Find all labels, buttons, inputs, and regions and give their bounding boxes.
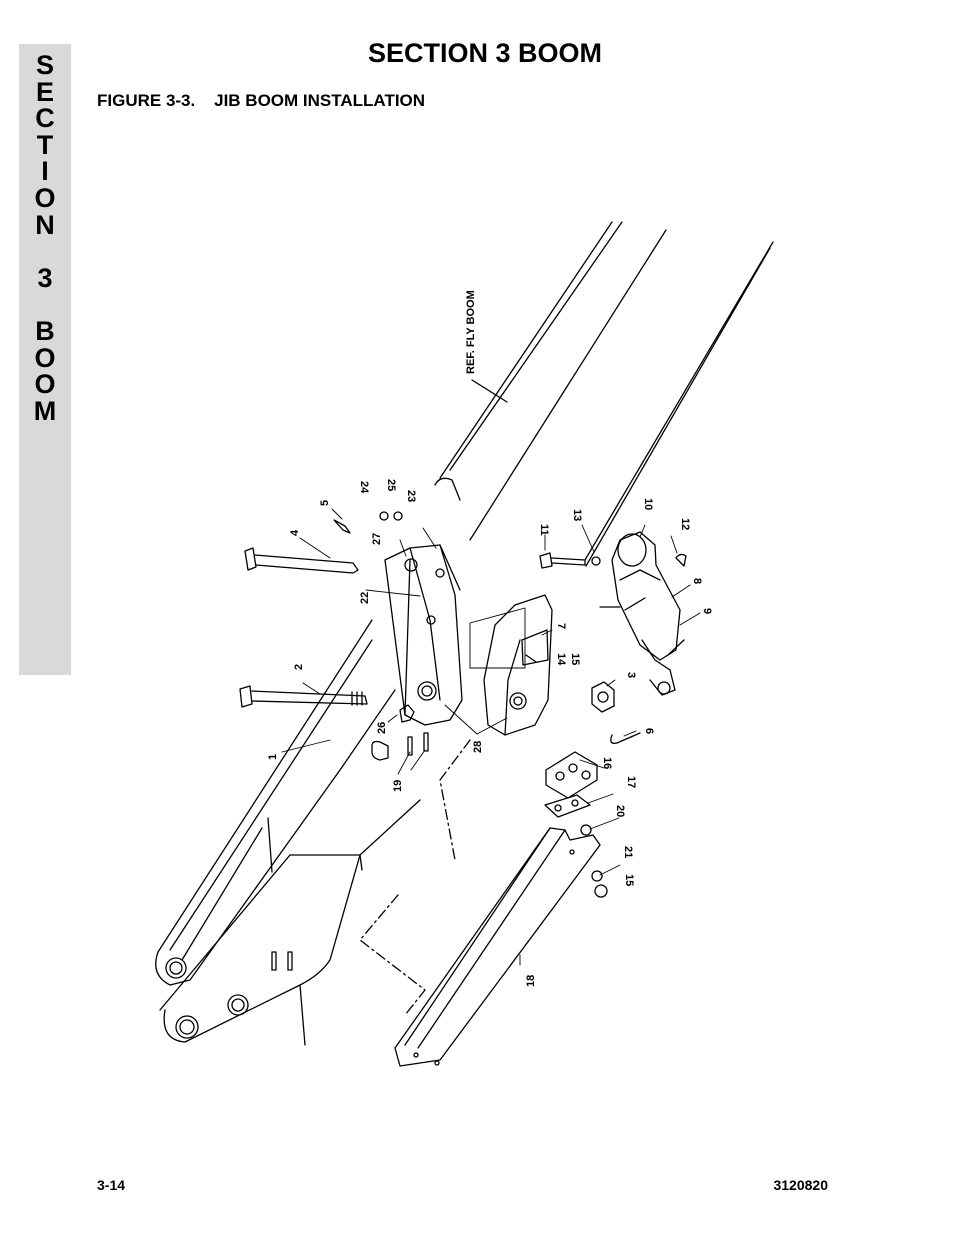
pin-2: [239, 685, 368, 708]
callout-15-lower: 15: [623, 874, 635, 886]
mounting-plate: [469, 594, 553, 736]
washer-20: [580, 824, 592, 836]
side-tab-letter: O: [34, 342, 56, 373]
wear-block-16: [545, 751, 598, 799]
section-title: SECTION 3 BOOM: [367, 38, 603, 68]
callout-7: 7: [555, 623, 567, 629]
callout-26: 26: [376, 722, 388, 734]
page-number: 3-14: [97, 1177, 126, 1193]
callout-17: 17: [625, 776, 637, 788]
ref-fly-boom-leader: [471, 379, 508, 403]
callout-25: 25: [385, 479, 397, 491]
callout-2: 2: [293, 664, 305, 670]
figure-title: FIGURE 3-3. JIB BOOM INSTALLATION: [97, 91, 426, 110]
side-tab-letters: S E C T I O N 3 B O O M: [19, 52, 71, 424]
side-tab-letter: C: [35, 103, 55, 134]
callout-8: 8: [691, 578, 703, 584]
hitch-pin-6: [610, 732, 641, 744]
callout-23: 23: [405, 490, 417, 502]
callout-24: 24: [358, 481, 370, 494]
callout-14: 14: [555, 653, 567, 666]
fly-boom: [434, 221, 774, 567]
jib-boom-body: [155, 619, 421, 1046]
callout-9: 9: [701, 608, 713, 614]
callout-28: 28: [472, 741, 484, 753]
side-tab-letter: T: [36, 129, 54, 160]
callout-20: 20: [614, 805, 626, 817]
callout-18: 18: [525, 975, 537, 987]
callout-16: 16: [601, 757, 613, 769]
side-tab-letter: I: [41, 156, 49, 187]
callout-6: 6: [643, 728, 655, 734]
section-side-tab: S E C T I O N 3 B O O M: [19, 44, 71, 675]
side-tab-letter: O: [34, 182, 56, 213]
callout-5: 5: [319, 500, 331, 506]
ref-fly-boom-label: REF. FLY BOOM: [465, 290, 477, 374]
motor-assembly-8-9-10: [611, 531, 687, 696]
washer-21: [591, 870, 603, 882]
callout-12: 12: [679, 518, 691, 530]
side-tab-letter: S: [35, 50, 54, 80]
callout-4: 4: [289, 529, 301, 536]
pin-4: [244, 547, 359, 574]
channel-18: [394, 827, 601, 1067]
bushing-parts: [371, 704, 429, 761]
callout-13: 13: [571, 509, 583, 521]
callout-27: 27: [371, 533, 383, 545]
side-tab-letter: O: [34, 369, 56, 400]
side-tab-letter: N: [35, 209, 55, 240]
callout-22: 22: [359, 592, 371, 604]
side-tab-letter: 3: [37, 262, 53, 293]
callout-labels: 1 2 3 4 5 6 7 8 9 10 11 12 13 14 15 15 1…: [267, 290, 713, 987]
document-number: 3120820: [773, 1177, 828, 1193]
callout-19: 19: [392, 780, 404, 792]
callout-11: 11: [538, 524, 550, 536]
callout-leaders: [281, 508, 701, 966]
callout-10: 10: [642, 498, 654, 510]
nut-3: [591, 681, 615, 713]
break-line-2: [439, 739, 471, 861]
callout-21: 21: [622, 846, 634, 858]
shim-17: [544, 794, 591, 818]
bolt-11: [539, 552, 601, 569]
callout-15-upper: 15: [569, 653, 581, 665]
pivot-bracket: [384, 544, 463, 726]
callout-3: 3: [625, 672, 637, 678]
cotter-pin-5: [333, 519, 351, 534]
break-line: [359, 894, 426, 1016]
washers-24-25: [379, 511, 403, 521]
side-tab-letter: E: [35, 76, 54, 107]
callout-1: 1: [267, 754, 279, 760]
side-tab-letter: B: [35, 315, 55, 346]
nut-15: [594, 884, 608, 898]
side-tab-letter: M: [33, 395, 57, 426]
